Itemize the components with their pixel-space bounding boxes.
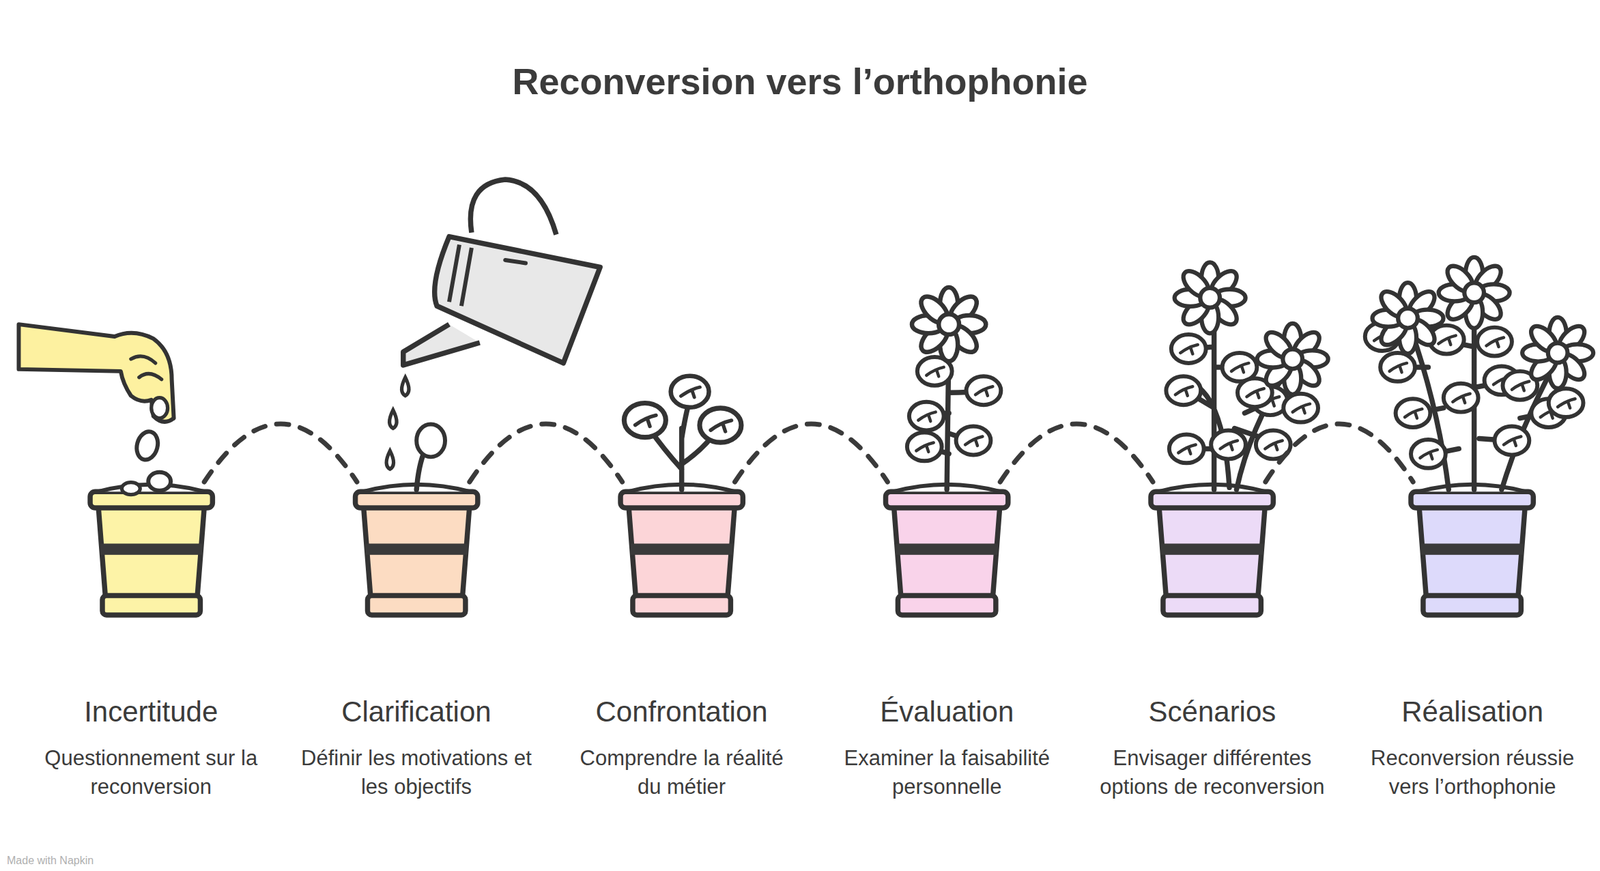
flower-pot bbox=[1410, 484, 1534, 616]
stage-step: RéalisationReconversion réussie vers l’o… bbox=[1346, 481, 1599, 802]
watermark: Made with Napkin bbox=[6, 854, 94, 867]
stage-step: ClarificationDéfinir les motivations et … bbox=[290, 481, 543, 802]
stage-title: Confrontation bbox=[555, 694, 809, 730]
stage-description: Questionnement sur la reconversion bbox=[34, 744, 267, 802]
dashed-arc bbox=[735, 423, 889, 482]
dashed-arc bbox=[1000, 423, 1153, 482]
stage-title: Scénarios bbox=[1086, 694, 1339, 730]
stage-description: Comprendre la réalité du métier bbox=[565, 744, 798, 802]
stage-step: ScénariosEnvisager différentes options d… bbox=[1086, 481, 1339, 802]
dashed-arc bbox=[469, 423, 623, 482]
stage-step: ConfrontationComprendre la réalité du mé… bbox=[555, 481, 809, 802]
flower-pot bbox=[355, 484, 478, 616]
flower-pot bbox=[1150, 484, 1274, 616]
stage-description: Envisager différentes options de reconve… bbox=[1096, 744, 1329, 802]
dashed-arc bbox=[204, 423, 357, 482]
stage-description: Définir les motivations et les objectifs bbox=[300, 744, 533, 802]
stage-title: Réalisation bbox=[1346, 694, 1599, 730]
stage-title: Clarification bbox=[290, 694, 543, 730]
stage-step: IncertitudeQuestionnement sur la reconve… bbox=[24, 481, 278, 802]
flower-pot bbox=[90, 484, 213, 616]
flower-pot bbox=[620, 484, 743, 616]
stage-description: Reconversion réussie vers l’orthophonie bbox=[1356, 744, 1589, 802]
stage-title: Évaluation bbox=[820, 694, 1074, 730]
diagram-title: Reconversion vers l’orthophonie bbox=[0, 60, 1600, 103]
stage-step: ÉvaluationExaminer la faisabilité person… bbox=[820, 481, 1074, 802]
flower-pot bbox=[886, 484, 1009, 616]
dashed-arc bbox=[1265, 423, 1413, 482]
stage-description: Examiner la faisabilité personnelle bbox=[830, 744, 1063, 802]
stage-title: Incertitude bbox=[24, 694, 278, 730]
